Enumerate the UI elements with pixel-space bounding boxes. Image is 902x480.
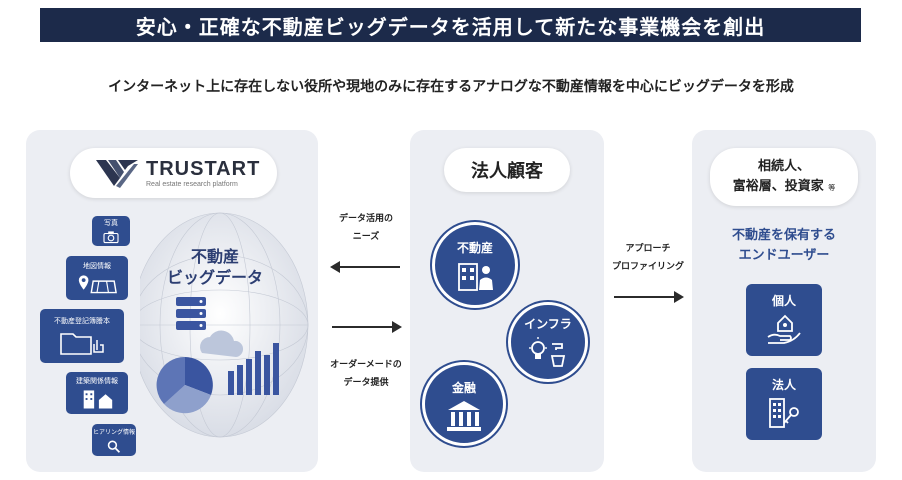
source-card-building: 建築関係情報 bbox=[66, 372, 128, 414]
house-in-hand-icon bbox=[767, 314, 801, 344]
big-data-title-line1: 不動産 bbox=[190, 247, 239, 266]
source-label: 建築関係情報 bbox=[76, 376, 118, 385]
circle-real-estate: 不動産 bbox=[432, 222, 518, 308]
page-subtitle: インターネット上に存在しない役所や現地のみに存在するアナログな不動産情報を中心に… bbox=[108, 79, 794, 95]
cloud-icon bbox=[200, 330, 244, 357]
end-user-title-line1: 相続人、 bbox=[757, 158, 810, 174]
trustart-logo: TRUSTART Real estate research platform bbox=[70, 148, 277, 198]
approach-label-line1: アプローチ bbox=[625, 244, 671, 254]
needs-arrow bbox=[330, 261, 400, 273]
needs-label: データ活用の ニーズ bbox=[322, 210, 410, 246]
needs-label-line1: データ活用の bbox=[338, 214, 393, 224]
provision-arrow bbox=[332, 321, 402, 333]
end-user-description-line2: エンドユーザー bbox=[738, 248, 830, 263]
approach-arrow bbox=[614, 291, 684, 303]
building-key-icon bbox=[769, 398, 799, 428]
provision-label: オーダーメードの データ提供 bbox=[316, 356, 416, 392]
pie-chart-icon bbox=[156, 356, 213, 414]
source-card-map: 地図情報 bbox=[66, 256, 128, 300]
source-card-hearing: ヒアリング情報 bbox=[92, 424, 136, 456]
card-label: 法人 bbox=[771, 378, 796, 392]
card-individual: 個人 bbox=[746, 284, 822, 356]
source-card-photo: 写真 bbox=[92, 216, 130, 246]
real-estate-agent-icon bbox=[458, 263, 493, 291]
big-data-globe-graphic bbox=[140, 212, 309, 438]
end-user-title-suffix: 等 bbox=[828, 183, 836, 192]
source-label: ヒアリング情報 bbox=[92, 428, 135, 436]
brand-tagline: Real estate research platform bbox=[146, 180, 238, 188]
end-user-title-line2: 富裕層、投資家 等 bbox=[733, 177, 836, 198]
needs-label-line2: ニーズ bbox=[352, 232, 380, 242]
circle-label: 不動産 bbox=[456, 241, 493, 255]
end-user-description: 不動産を保有する エンドユーザー bbox=[692, 226, 876, 266]
circle-label: インフラ bbox=[524, 317, 572, 331]
big-data-title: 不動産 ビッグデータ bbox=[150, 246, 280, 288]
circle-infrastructure: インフラ bbox=[508, 302, 588, 382]
search-icon bbox=[107, 440, 121, 453]
utilities-icon bbox=[529, 337, 566, 367]
end-user-description-line1: 不動産を保有する bbox=[731, 228, 836, 243]
brand-name: TRUSTART bbox=[146, 157, 261, 180]
server-icon bbox=[176, 297, 206, 330]
big-data-title-line2: ビッグデータ bbox=[166, 268, 263, 287]
map-pin-icon bbox=[78, 274, 117, 293]
camera-icon bbox=[103, 230, 119, 243]
building-icon bbox=[83, 389, 113, 408]
bank-icon bbox=[447, 401, 481, 431]
provision-label-line1: オーダーメードの bbox=[330, 360, 402, 370]
approach-label: アプローチ プロファイリング bbox=[604, 240, 692, 276]
bar-chart-icon bbox=[228, 343, 279, 395]
end-user-title: 相続人、 富裕層、投資家 等 bbox=[710, 148, 858, 206]
card-corporation: 法人 bbox=[746, 368, 822, 440]
folder-icon bbox=[60, 332, 104, 355]
trustart-wing-logo-icon bbox=[96, 160, 138, 188]
page-title: 安心・正確な不動産ビッグデータを活用して新たな事業機会を創出 bbox=[40, 8, 861, 42]
source-label: 写真 bbox=[104, 218, 118, 227]
card-label: 個人 bbox=[771, 294, 796, 308]
source-label: 地図情報 bbox=[83, 261, 111, 270]
circle-finance: 金融 bbox=[422, 362, 506, 446]
circle-label: 金融 bbox=[451, 381, 476, 395]
source-label: 不動産登記簿謄本 bbox=[54, 316, 110, 325]
source-card-registry: 不動産登記簿謄本 bbox=[40, 309, 124, 363]
provision-label-line2: データ提供 bbox=[343, 378, 389, 388]
end-user-title-text: 富裕層、投資家 bbox=[732, 178, 824, 194]
approach-label-line2: プロファイリング bbox=[611, 262, 684, 272]
corporate-client-title: 法人顧客 bbox=[444, 148, 570, 192]
